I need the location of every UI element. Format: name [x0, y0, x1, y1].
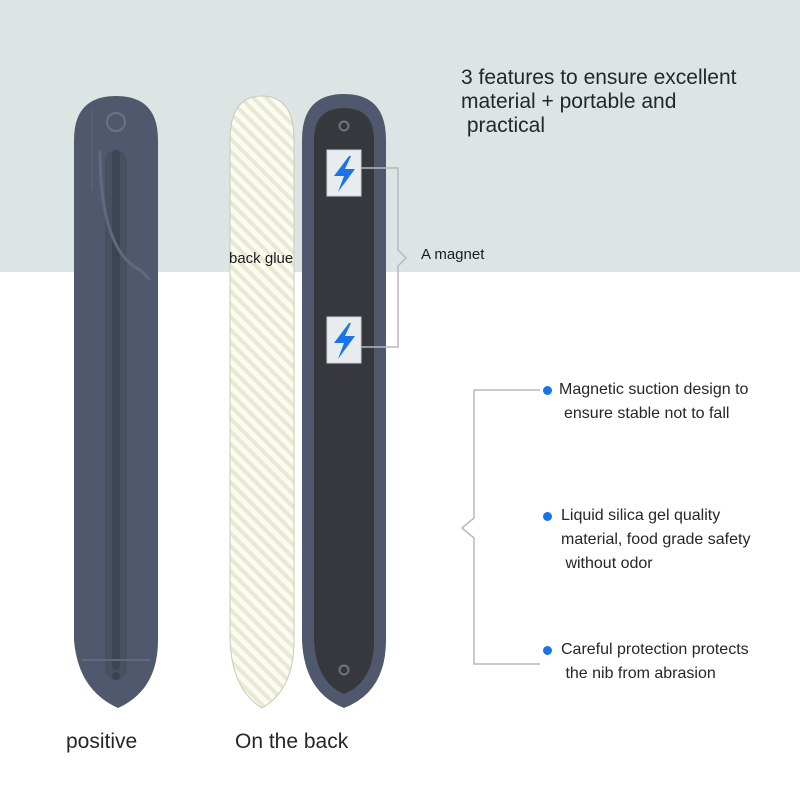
bullet-dot-icon [543, 386, 552, 395]
feature-item: Liquid silica gel quality material, food… [543, 504, 750, 576]
back-glue-label: back glue [229, 250, 294, 267]
front-view-caption: positive [66, 730, 138, 753]
holder-back-view [302, 94, 386, 708]
magnet-label: A magnet [421, 246, 485, 263]
feature-item: Careful protection protects the nib from… [543, 638, 749, 686]
holder-front-view [74, 96, 158, 708]
features-bracket [460, 389, 540, 665]
logo-emboss-icon [106, 112, 126, 132]
bullet-dot-icon [543, 512, 552, 521]
back-glue-strip [229, 95, 295, 709]
lightning-bolt-icon [334, 323, 355, 359]
magnet-bracket [361, 167, 408, 348]
back-view-caption: On the back [235, 730, 349, 753]
feature-text: the nib from abrasion [561, 665, 716, 682]
feature-text: material, food grade safety [561, 531, 751, 548]
feature-text: Magnetic suction design to [559, 381, 749, 398]
magnet-bottom [326, 316, 362, 364]
feature-text: without odor [561, 555, 653, 572]
bullet-dot-icon [543, 646, 552, 655]
headline: 3 features to ensure excellent material … [461, 66, 791, 138]
headline-line: 3 features to ensure excellent [461, 66, 737, 89]
feature-text: Liquid silica gel quality [561, 507, 721, 524]
headline-line: practical [461, 114, 546, 137]
magnet-top [326, 149, 362, 197]
lightning-bolt-icon [334, 156, 355, 192]
headline-line: material + portable and [461, 90, 677, 113]
feature-item: Magnetic suction design to ensure stable… [543, 378, 748, 426]
feature-text: ensure stable not to fall [564, 405, 730, 422]
feature-text: Careful protection protects [561, 641, 749, 658]
